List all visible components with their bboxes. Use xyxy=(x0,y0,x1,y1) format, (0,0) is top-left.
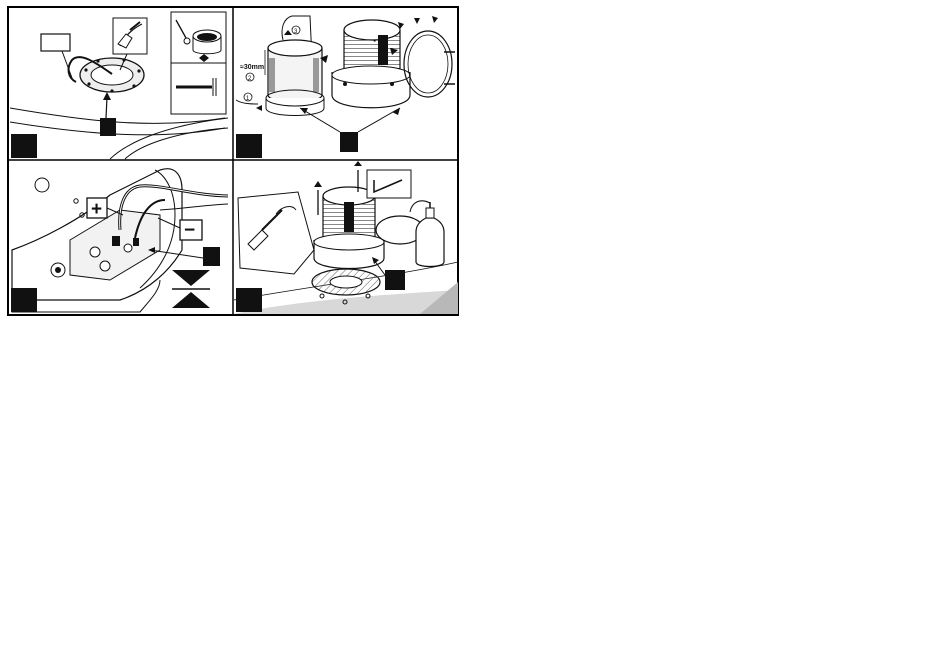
threaded-dome xyxy=(332,20,410,108)
callout-box-filled xyxy=(385,270,405,290)
positive-label: + xyxy=(91,199,102,220)
base-gasket-ring xyxy=(80,58,144,93)
clear-lens xyxy=(268,40,322,102)
callout-box-filled xyxy=(203,247,220,266)
panel-number-box xyxy=(11,288,37,312)
callout-label-box xyxy=(41,34,70,51)
threaded-dome xyxy=(314,187,384,269)
panel-number-box xyxy=(236,288,262,312)
dimension-label: ≈30mm xyxy=(240,64,264,71)
tools-subpanel xyxy=(171,12,226,114)
callout-box-filled xyxy=(340,132,358,152)
panel-number-box xyxy=(236,134,262,158)
negative-label: − xyxy=(184,220,195,241)
hex-key-icon xyxy=(367,170,411,198)
panel-number-box xyxy=(11,134,37,158)
callout-box-filled xyxy=(100,118,116,136)
